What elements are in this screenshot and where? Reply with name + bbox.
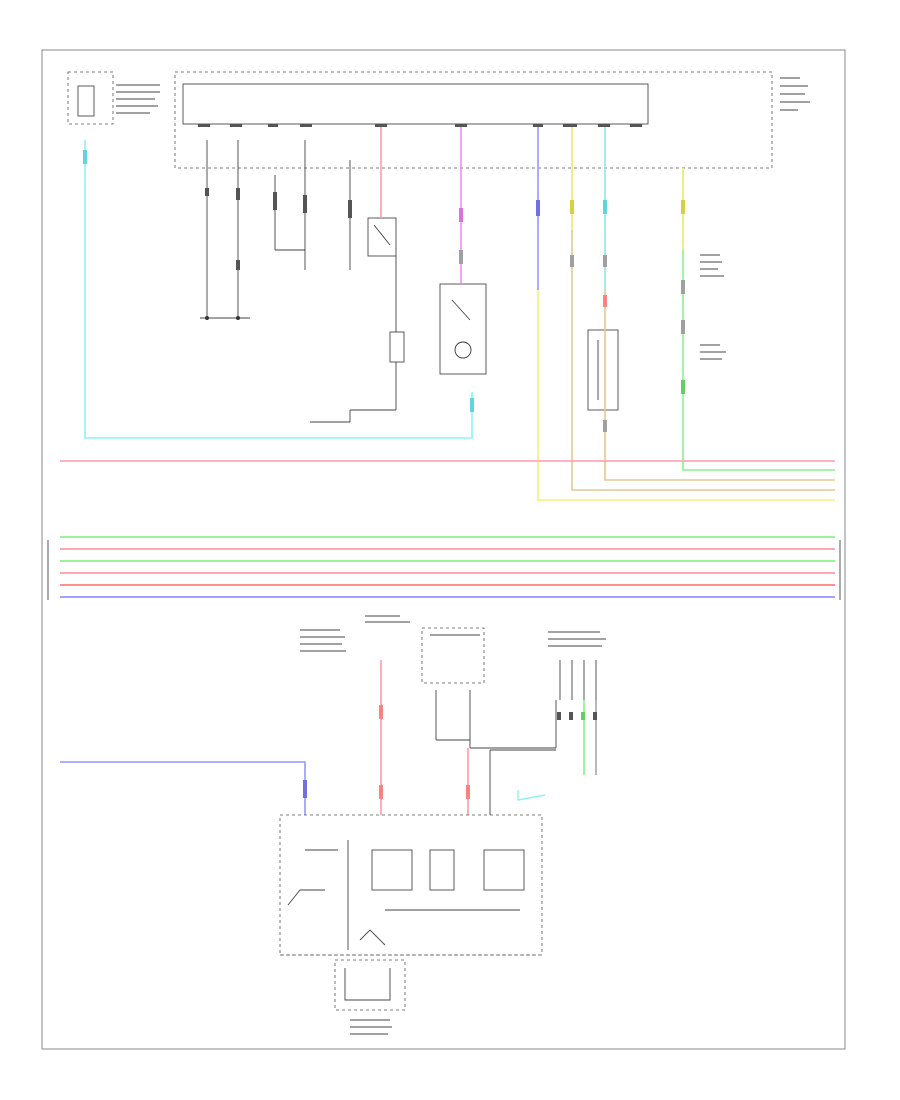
right-connector-group [548, 631, 606, 775]
right-label-lines [700, 254, 726, 360]
cyan-wire-left-loop [84, 140, 473, 439]
black-wires-top [200, 140, 351, 319]
bottom-relay-contents [430, 634, 557, 815]
yellow-wire-vertical [571, 127, 835, 491]
cyan-wire-right [604, 127, 835, 481]
green-wire-right [682, 168, 835, 471]
lower-unit-internals [287, 840, 525, 950]
main-control-unit-box [174, 71, 773, 169]
lamp-module [439, 283, 487, 375]
bottom-top-labels [300, 615, 410, 652]
horizontal-bus-set [60, 536, 835, 598]
control-unit-inner [182, 83, 649, 125]
bus-end-marks [47, 540, 841, 600]
bottom-relay-box [421, 627, 485, 684]
cyan-wire-bottom [517, 790, 546, 801]
page-frame [41, 49, 846, 1050]
top-left-fuse-block [67, 71, 160, 125]
bottom-ground-element [334, 959, 406, 1035]
blue-wire-bottom [60, 761, 306, 815]
relay-module-upper [310, 217, 405, 423]
bottom-left-connector-dots [205, 316, 240, 320]
top-right-note-marks [780, 77, 810, 111]
pin-row-top [198, 124, 642, 127]
sensor-block-right [587, 329, 619, 411]
lower-control-unit [279, 814, 543, 956]
wire-markers-top [205, 188, 352, 270]
